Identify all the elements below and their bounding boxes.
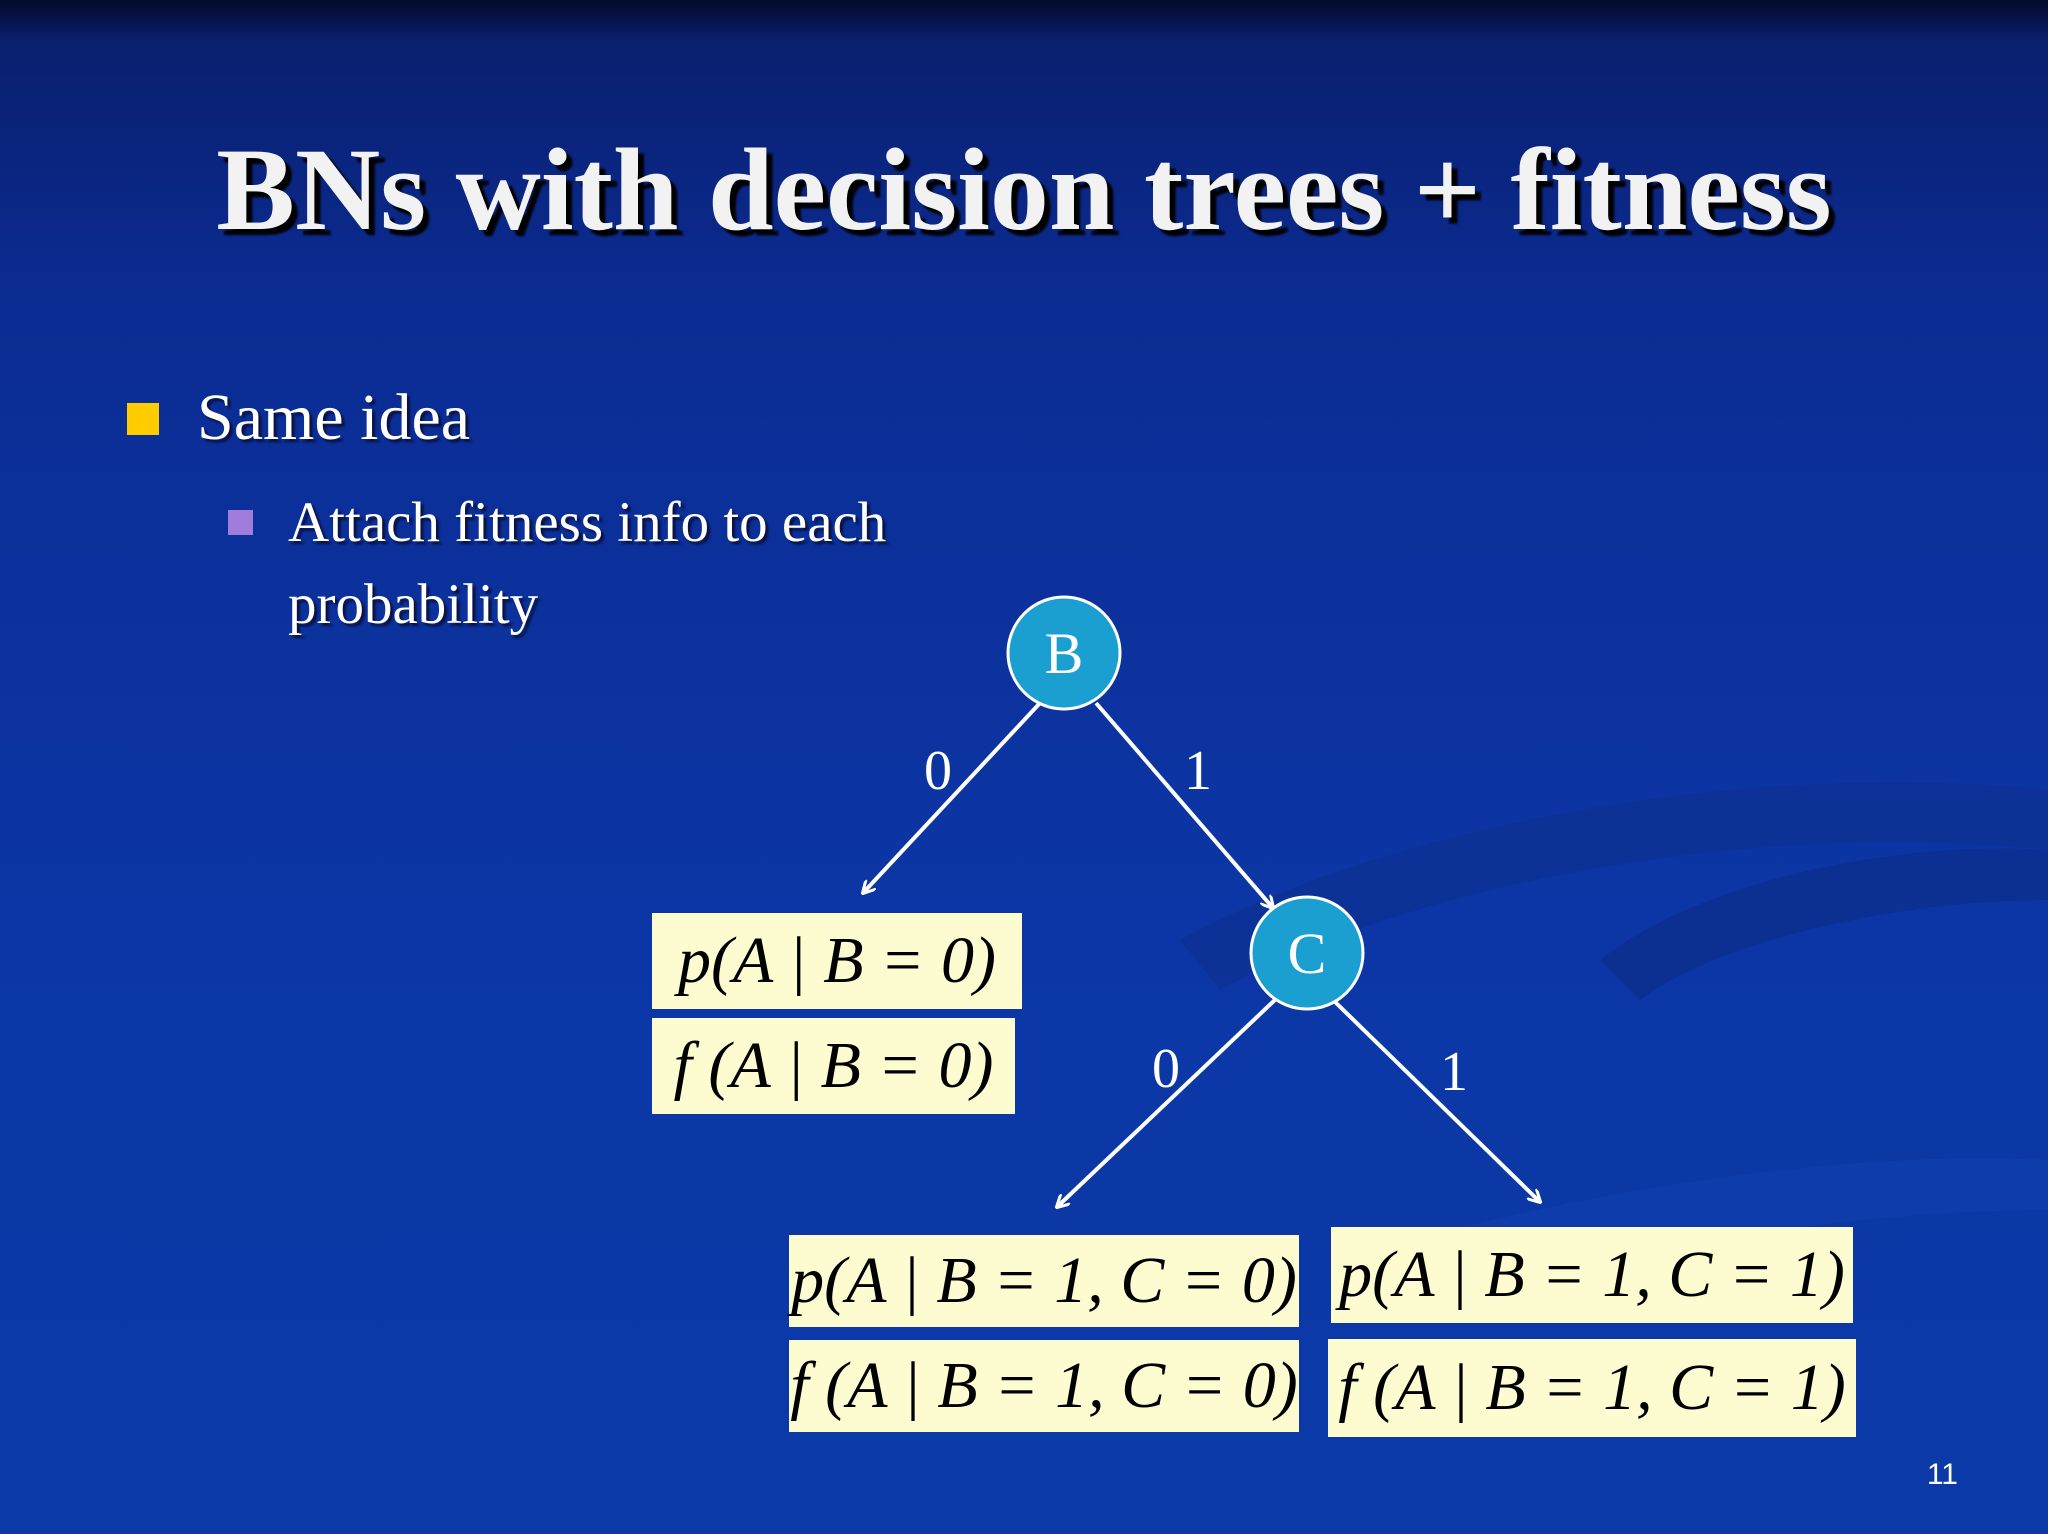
node-c [1249,895,1365,1011]
page-number: 11 [1926,1458,1958,1491]
edge-c-0 [1057,995,1280,1207]
edge-c-1 [1328,995,1540,1202]
leaf-b0-probability: p(A | B = 0) [652,913,1022,1009]
node-b [1006,595,1122,711]
bullet-square-icon [127,403,159,435]
leaf-c1-fitness: f (A | B = 1, C = 1) [1328,1339,1856,1437]
leaf-c0-probability: p(A | B = 1, C = 0) [789,1235,1299,1327]
edge-b-0 [863,701,1042,893]
leaf-c1-probability: p(A | B = 1, C = 1) [1331,1227,1853,1323]
node-b-label: B [1045,621,1084,686]
node-c-label: C [1288,921,1327,986]
sub-bullet-text: Attach fitness info to each probability [288,491,887,636]
bullet-text: Same idea [197,381,471,454]
edge-label-b-1: 1 [1184,740,1212,802]
sub-bullet-square-icon [228,510,253,535]
edge-b-1 [1094,701,1273,908]
edge-label-c-1: 1 [1440,1041,1468,1103]
slide-title: BNs with decision trees + fitness [216,124,1832,255]
edge-label-c-0: 0 [1152,1038,1180,1100]
leaf-b0-fitness: f (A | B = 0) [652,1018,1015,1114]
edge-label-b-0: 0 [924,740,952,802]
leaf-c0-fitness: f (A | B = 1, C = 0) [789,1340,1299,1432]
